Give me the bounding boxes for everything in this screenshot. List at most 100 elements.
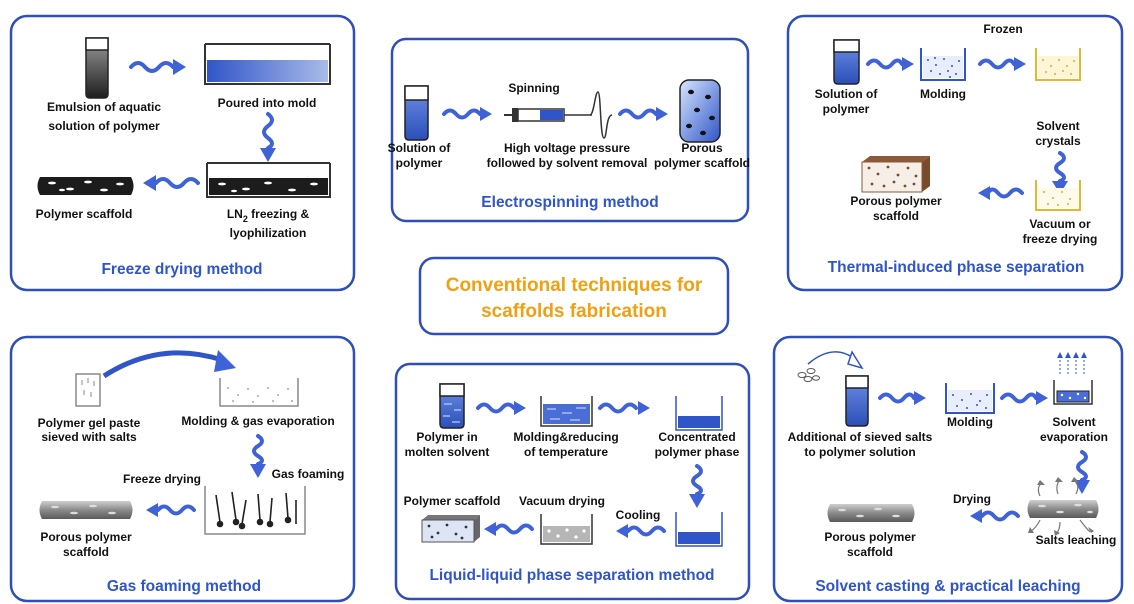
vacuum-drying-container-icon [540,514,593,545]
ln2-label-line2: lyophilization [230,226,307,240]
tips-solution-line2: polymer [823,102,870,116]
wavy-arrow-left-icon [143,175,200,191]
electrospinning-border [390,37,750,223]
tips-title: Thermal-induced phase separation [828,259,1085,276]
wavy-arrow-left-icon [970,509,1020,523]
foaming-container-icon [204,486,306,535]
polymer-scaffold-label: Polymer scaffold [36,207,133,221]
wavy-arrow-left-icon [616,524,666,538]
down-wavy-arrow-icon [250,434,266,478]
frozen-mold-icon [206,162,331,198]
electrospinning-panel: Spinning Solution of polymer High voltag… [388,37,750,223]
center-title-line2: scaffolds fabrication [481,301,667,322]
wavy-arrow-left-icon [978,186,1024,200]
polymer-scaffold-icon [37,177,134,195]
gas-molding-label: Molding & gas evaporation [181,414,334,428]
frozen-label: Frozen [983,22,1022,36]
drying-label: Drying [953,492,991,506]
leaching-scaffold-icon [1027,477,1099,536]
porous-scaffold-bar-icon [39,501,133,519]
gas-porous-label-line2: scaffold [63,545,109,559]
freeze-drying-label: Freeze drying [123,472,201,486]
salts-label-line1: Additional of sieved salts [788,430,933,444]
gas-foaming-title: Gas foaming method [107,578,261,595]
polymer-solution-beaker-icon [404,85,429,141]
freeze-dried-container-icon [1035,180,1081,211]
gel-paste-beaker-icon [75,373,101,407]
wavy-arrow-icon [1000,391,1048,405]
down-wavy-arrow-icon [1052,151,1068,194]
curved-arrow-icon [102,350,236,379]
molding-reducing-line2: of temperature [524,445,608,459]
poured-label: Poured into mold [218,96,317,110]
vacuum-drying-label: Vacuum drying [519,494,605,508]
gas-foaming-panel: Polymer gel paste sieved with salts Mold… [9,335,356,603]
leaching-label: Salts leaching [1036,533,1117,547]
salt-molding-label: Molding [947,415,993,429]
porous-scaffold-block-icon [861,156,930,193]
spinning-label: Spinning [508,81,559,95]
llps-scaffold-label: Polymer scaffold [404,494,501,508]
cooled-container-icon [675,512,723,547]
freeze-drying-border [9,14,356,292]
molding-container-icon [920,48,966,81]
wavy-arrow-icon [978,57,1026,71]
gas-foaming-label: Gas foaming [272,467,345,481]
solution-label-line1: Solution of [388,141,452,155]
tips-solution-line1: Solution of [815,87,879,101]
solvent-casting-title: Solvent casting & practical leaching [815,578,1080,595]
curved-arrow-icon [807,350,864,370]
emulsion-label-line1: Emulsion of aquatic [47,100,161,114]
solution-label-line2: polymer [396,156,443,170]
concentrated-container-icon [675,396,723,431]
vacuum-label-line1: Vacuum or [1029,217,1091,231]
llps-title: Liquid-liquid phase separation method [429,567,714,584]
wavy-arrow-icon [442,107,492,121]
salt-crystals-icon [797,368,820,382]
high-voltage-wave-icon [589,91,613,139]
wavy-arrow-icon [618,107,668,121]
wavy-arrow-icon [476,401,526,415]
concentrated-line1: Concentrated [658,430,735,444]
sc-porous-label-line2: scaffold [847,545,893,559]
vacuum-label-line2: freeze drying [1023,232,1098,246]
tips-border [786,14,1124,292]
down-wavy-arrow-icon [1074,450,1090,494]
porous-label-line2: polymer scaffold [654,156,750,170]
molten-label-line1: Polymer in [416,430,477,444]
voltage-label-line2: followed by solvent removal [487,156,648,170]
freeze-drying-panel: Emulsion of aquatic solution of polymer … [9,14,356,292]
mold-icon [204,43,331,85]
cooling-mold-icon [540,396,593,427]
wavy-arrow-left-icon [146,503,196,517]
solvent-casting-border [772,335,1124,603]
porous-scaffold-bar-icon [827,504,915,522]
down-wavy-arrow-icon [689,464,705,508]
wavy-arrow-icon [598,401,650,415]
porous-scaffold-cylinder-icon [679,79,721,143]
thermal-phase-separation-panel: Frozen Solution of polymer Molding Solve… [786,14,1124,292]
salt-molding-container-icon [945,383,995,414]
center-title-box: Conventional techniques for scaffolds fa… [418,256,730,336]
gas-porous-label-line1: Porous polymer [40,530,132,544]
electrospinning-title: Electrospinning method [481,194,658,211]
emulsion-beaker-icon [85,37,109,99]
voltage-label-line1: High voltage pressure [504,141,630,155]
tips-porous-line1: Porous polymer [850,194,942,208]
ln2-label-line1: LN2 freezing & [227,207,310,224]
concentrated-line2: polymer phase [655,445,740,459]
gas-molding-container-icon [219,378,299,407]
solvent-crystals-container-icon [1035,48,1081,81]
tips-molding-label: Molding [920,87,966,101]
tips-porous-line2: scaffold [873,209,919,223]
sc-porous-label-line1: Porous polymer [824,530,916,544]
syringe-icon [504,108,592,122]
evap-label-line2: evaporation [1040,430,1108,444]
solvent-casting-panel: Additional of sieved salts to polymer so… [772,335,1124,603]
wavy-arrow-icon [866,57,914,71]
crystals-label-line1: Solvent [1036,119,1079,133]
freeze-drying-title: Freeze drying method [101,261,262,278]
cooling-label: Cooling [616,508,661,522]
molten-label-line2: molten solvent [405,445,490,459]
